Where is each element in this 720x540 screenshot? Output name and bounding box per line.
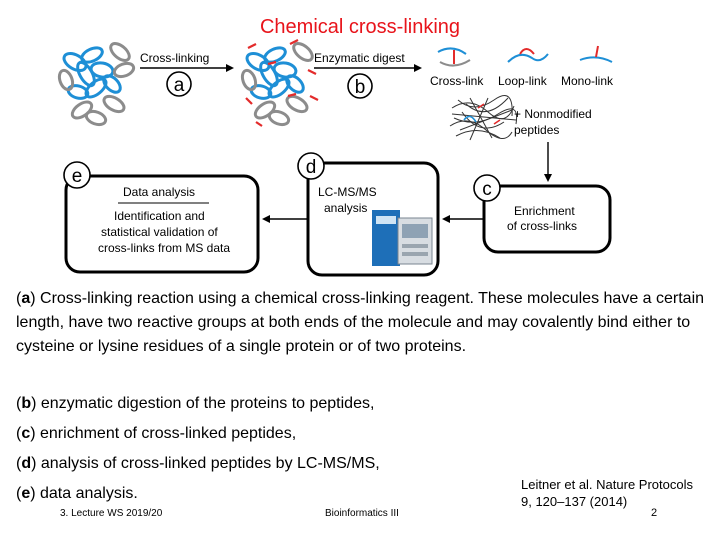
caption-a-text: Cross-linking reaction using a chemical …	[16, 290, 705, 355]
caption-a-label: a	[21, 290, 31, 307]
mass-spectrometer-illustration	[372, 210, 433, 266]
caption-d: (d) analysis of cross-linked peptides by…	[16, 455, 380, 472]
data-analysis-line3: cross-links from MS data	[98, 241, 230, 255]
caption-c-text: enrichment of cross-linked peptides,	[35, 425, 297, 442]
lcms-line2: analysis	[324, 201, 367, 215]
nonmodified-line1: + Nonmodified	[514, 107, 592, 121]
footer-course: Bioinformatics III	[325, 508, 399, 519]
caption-d-text: analysis of cross-linked peptides by LC-…	[36, 455, 380, 472]
caption-b: (b) enzymatic digestion of the proteins …	[16, 395, 375, 412]
step-e-label: e	[72, 166, 83, 187]
step-b-label: b	[355, 77, 366, 98]
step-digest-label: Enzymatic digest	[314, 51, 405, 65]
citation: Leitner et al. Nature Protocols 9, 120–1…	[521, 476, 711, 510]
enrichment-line2: of cross-links	[507, 219, 577, 233]
data-analysis-line1: Identification and	[114, 209, 205, 223]
step-a-label: a	[174, 75, 185, 96]
slide-title: Chemical cross-linking	[259, 16, 461, 38]
caption-b-text: enzymatic digestion of the proteins to p…	[36, 395, 375, 412]
data-analysis-line2: statistical validation of	[101, 225, 218, 239]
product-monolink-label: Mono-link	[561, 74, 614, 88]
peptide-mixture-illustration	[449, 95, 518, 141]
step-crosslinking-label: Cross-linking	[140, 51, 209, 65]
caption-e: (e) data analysis.	[16, 485, 138, 502]
caption-e-label: e	[21, 485, 31, 502]
step-b-marker	[347, 73, 373, 99]
crosslinked-protein-illustration	[240, 39, 319, 127]
step-a-marker	[166, 71, 192, 97]
caption-d-label: d	[21, 455, 32, 472]
enrichment-line1: Enrichment	[514, 204, 575, 218]
step-c-marker	[473, 174, 501, 202]
product-crosslink-label: Cross-link	[430, 74, 484, 88]
step-d-marker	[297, 152, 325, 180]
citation-line1: Leitner et al. Nature Protocols	[521, 477, 693, 492]
page-number: 2	[651, 507, 658, 519]
caption-c: (c) enrichment of cross-linked peptides,	[16, 425, 297, 442]
caption-c-label: c	[21, 425, 31, 442]
caption-a: (a) Cross-linking reaction using a chemi…	[16, 290, 705, 355]
step-d-label: d	[306, 157, 317, 178]
lcms-line1: LC-MS/MS	[318, 185, 377, 199]
step-c-label: c	[482, 179, 492, 200]
data-analysis-box	[64, 174, 260, 274]
caption-e-text: data analysis.	[35, 485, 138, 502]
step-e-marker	[63, 161, 91, 189]
data-analysis-heading: Data analysis	[123, 185, 195, 199]
citation-line2: 9, 120–137 (2014)	[521, 494, 628, 509]
product-looplink-label: Loop-link	[498, 74, 548, 88]
footer-lecture: 3. Lecture WS 2019/20	[60, 508, 163, 519]
caption-b-label: b	[21, 395, 32, 412]
nonmodified-line2: peptides	[514, 123, 559, 137]
crosslinking-workflow-diagram: Cross-linking a	[57, 39, 614, 277]
peptide-products-illustration	[437, 45, 613, 67]
protein-complex-illustration	[57, 42, 136, 127]
